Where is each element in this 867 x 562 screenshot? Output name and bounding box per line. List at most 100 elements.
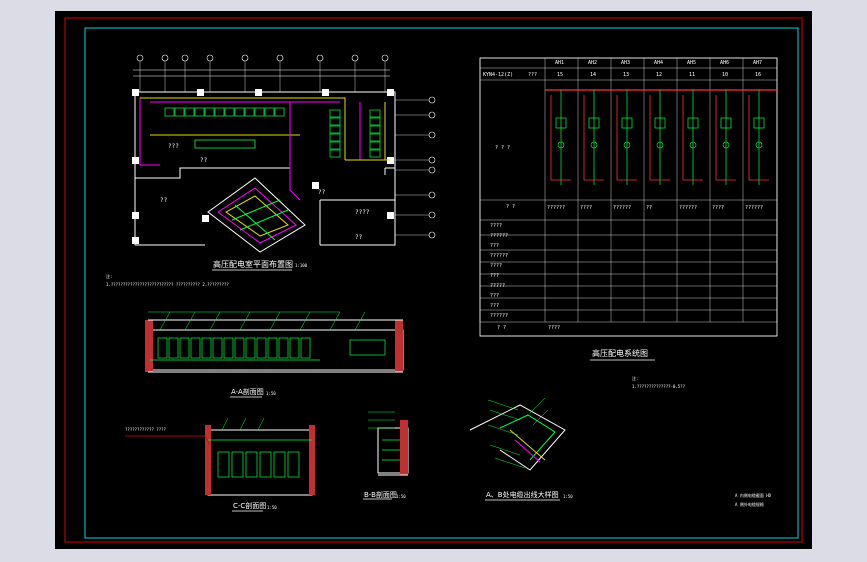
aa-cabinet	[289, 337, 300, 359]
aa-cabinet	[179, 337, 190, 359]
switchgear-cabinet	[329, 141, 341, 150]
schematic-row-label: ????	[490, 263, 503, 269]
cc-cabinet	[231, 451, 244, 478]
detail-leader	[532, 409, 549, 426]
aa-leader	[184, 311, 196, 331]
aa-cabinet	[212, 337, 223, 359]
schematic-row-label: ??????	[490, 233, 509, 239]
column	[132, 237, 139, 244]
column	[322, 89, 329, 96]
cc-cabinet	[217, 451, 230, 478]
section-aa-scale: 1:50	[266, 391, 276, 396]
breaker-symbol	[753, 117, 765, 129]
cc-leader	[221, 417, 229, 431]
aa-leader	[299, 311, 311, 331]
aa-leader-lines	[148, 311, 366, 331]
panel-usage: ????	[712, 205, 725, 211]
detail-leader	[494, 457, 526, 469]
footnote-a: A 内侧电缆截面 HD	[735, 493, 772, 498]
cc-leader-lines	[221, 417, 265, 431]
schematic-row-label: ???	[490, 293, 500, 299]
panel-code: 12	[656, 72, 663, 78]
switchgear-cabinet	[369, 125, 381, 134]
panel-code: 10	[722, 72, 729, 78]
cc-cabinet	[273, 451, 286, 478]
schematic-row-label: ???	[490, 303, 500, 309]
plan-view	[132, 54, 436, 253]
panel-code: 11	[689, 72, 696, 78]
ct-symbol	[623, 141, 631, 149]
panel-code: 15	[557, 72, 564, 78]
panel-usage: ??????	[679, 205, 698, 211]
title-underlines	[212, 269, 655, 512]
panel-id: AH7	[753, 60, 763, 66]
detail-scale: 1:50	[563, 494, 573, 499]
detail-leader	[487, 399, 519, 411]
switchgear-cabinet	[224, 107, 235, 117]
plan-title: 高压配电室平面布置图	[213, 260, 293, 269]
plan-scale: 1:100	[295, 263, 308, 268]
column	[202, 215, 209, 222]
panel-id: AH3	[621, 60, 631, 66]
system-schematic	[479, 57, 778, 337]
panel-usage: ??	[646, 205, 653, 211]
detail-leader	[489, 444, 521, 456]
aa-leader	[354, 311, 366, 331]
switchgear-cabinet	[329, 133, 341, 142]
schematic-title: 高压配电系统图	[592, 349, 648, 358]
ct-symbol	[689, 141, 697, 149]
aa-cabinet	[245, 337, 256, 359]
switchgear-cabinet	[369, 133, 381, 142]
switchgear-cabinet	[254, 107, 265, 117]
switchgear-cabinet	[329, 117, 341, 126]
column	[255, 89, 262, 96]
aa-cabinet	[267, 337, 278, 359]
breaker-symbol	[588, 117, 600, 129]
room-label-upper: ???	[168, 143, 179, 150]
schematic-scheme-label: ? ? ?	[495, 145, 511, 151]
switchgear-cabinet	[369, 117, 381, 126]
room-label-office: ????	[355, 209, 370, 216]
breaker-symbol	[621, 117, 633, 129]
section-cc-note: ???????????? ????	[125, 427, 166, 432]
panel-wiring	[748, 95, 769, 181]
detail-leader	[489, 409, 521, 421]
panel-wiring	[649, 95, 670, 181]
ct-symbol	[590, 141, 598, 149]
switchgear-cabinet	[194, 107, 205, 117]
column	[132, 89, 139, 96]
schematic-row-label: ??????	[490, 253, 509, 259]
bb-leader-lines	[368, 411, 395, 429]
panel-usage: ??????	[745, 205, 764, 211]
switchgear-cabinet	[244, 107, 255, 117]
panel-wiring	[616, 95, 637, 181]
schematic-row-label: ???	[490, 273, 500, 279]
cable-outlet-detail	[469, 397, 566, 471]
switchgear-cabinet	[329, 109, 341, 118]
aa-leader	[239, 311, 251, 331]
cc-leader	[239, 417, 247, 431]
room-annex	[319, 199, 395, 245]
room-label-left: ??	[160, 197, 168, 204]
switchgear-cabinet	[329, 125, 341, 134]
switchgear-row-middle	[194, 139, 256, 149]
switchgear-cabinet	[174, 107, 185, 117]
aa-cabinet	[201, 337, 212, 359]
panel-code: 14	[590, 72, 597, 78]
aa-switchgear-elevation	[157, 337, 386, 359]
cc-cabinet	[287, 451, 300, 478]
switchgear-cabinet	[214, 107, 225, 117]
ct-symbol	[656, 141, 664, 149]
panel-wiring	[715, 95, 736, 181]
schematic-row-label: ??????	[490, 313, 509, 319]
schematic-grid	[479, 57, 778, 337]
switchgear-cabinet	[369, 149, 381, 158]
section-aa	[145, 311, 404, 373]
aa-cabinet	[256, 337, 267, 359]
breaker-symbol	[555, 117, 567, 129]
grid-axis-top	[136, 54, 389, 92]
panel-id: AH4	[654, 60, 664, 66]
panel-wiring	[583, 95, 604, 181]
plan-note-head: 注:	[106, 274, 113, 279]
